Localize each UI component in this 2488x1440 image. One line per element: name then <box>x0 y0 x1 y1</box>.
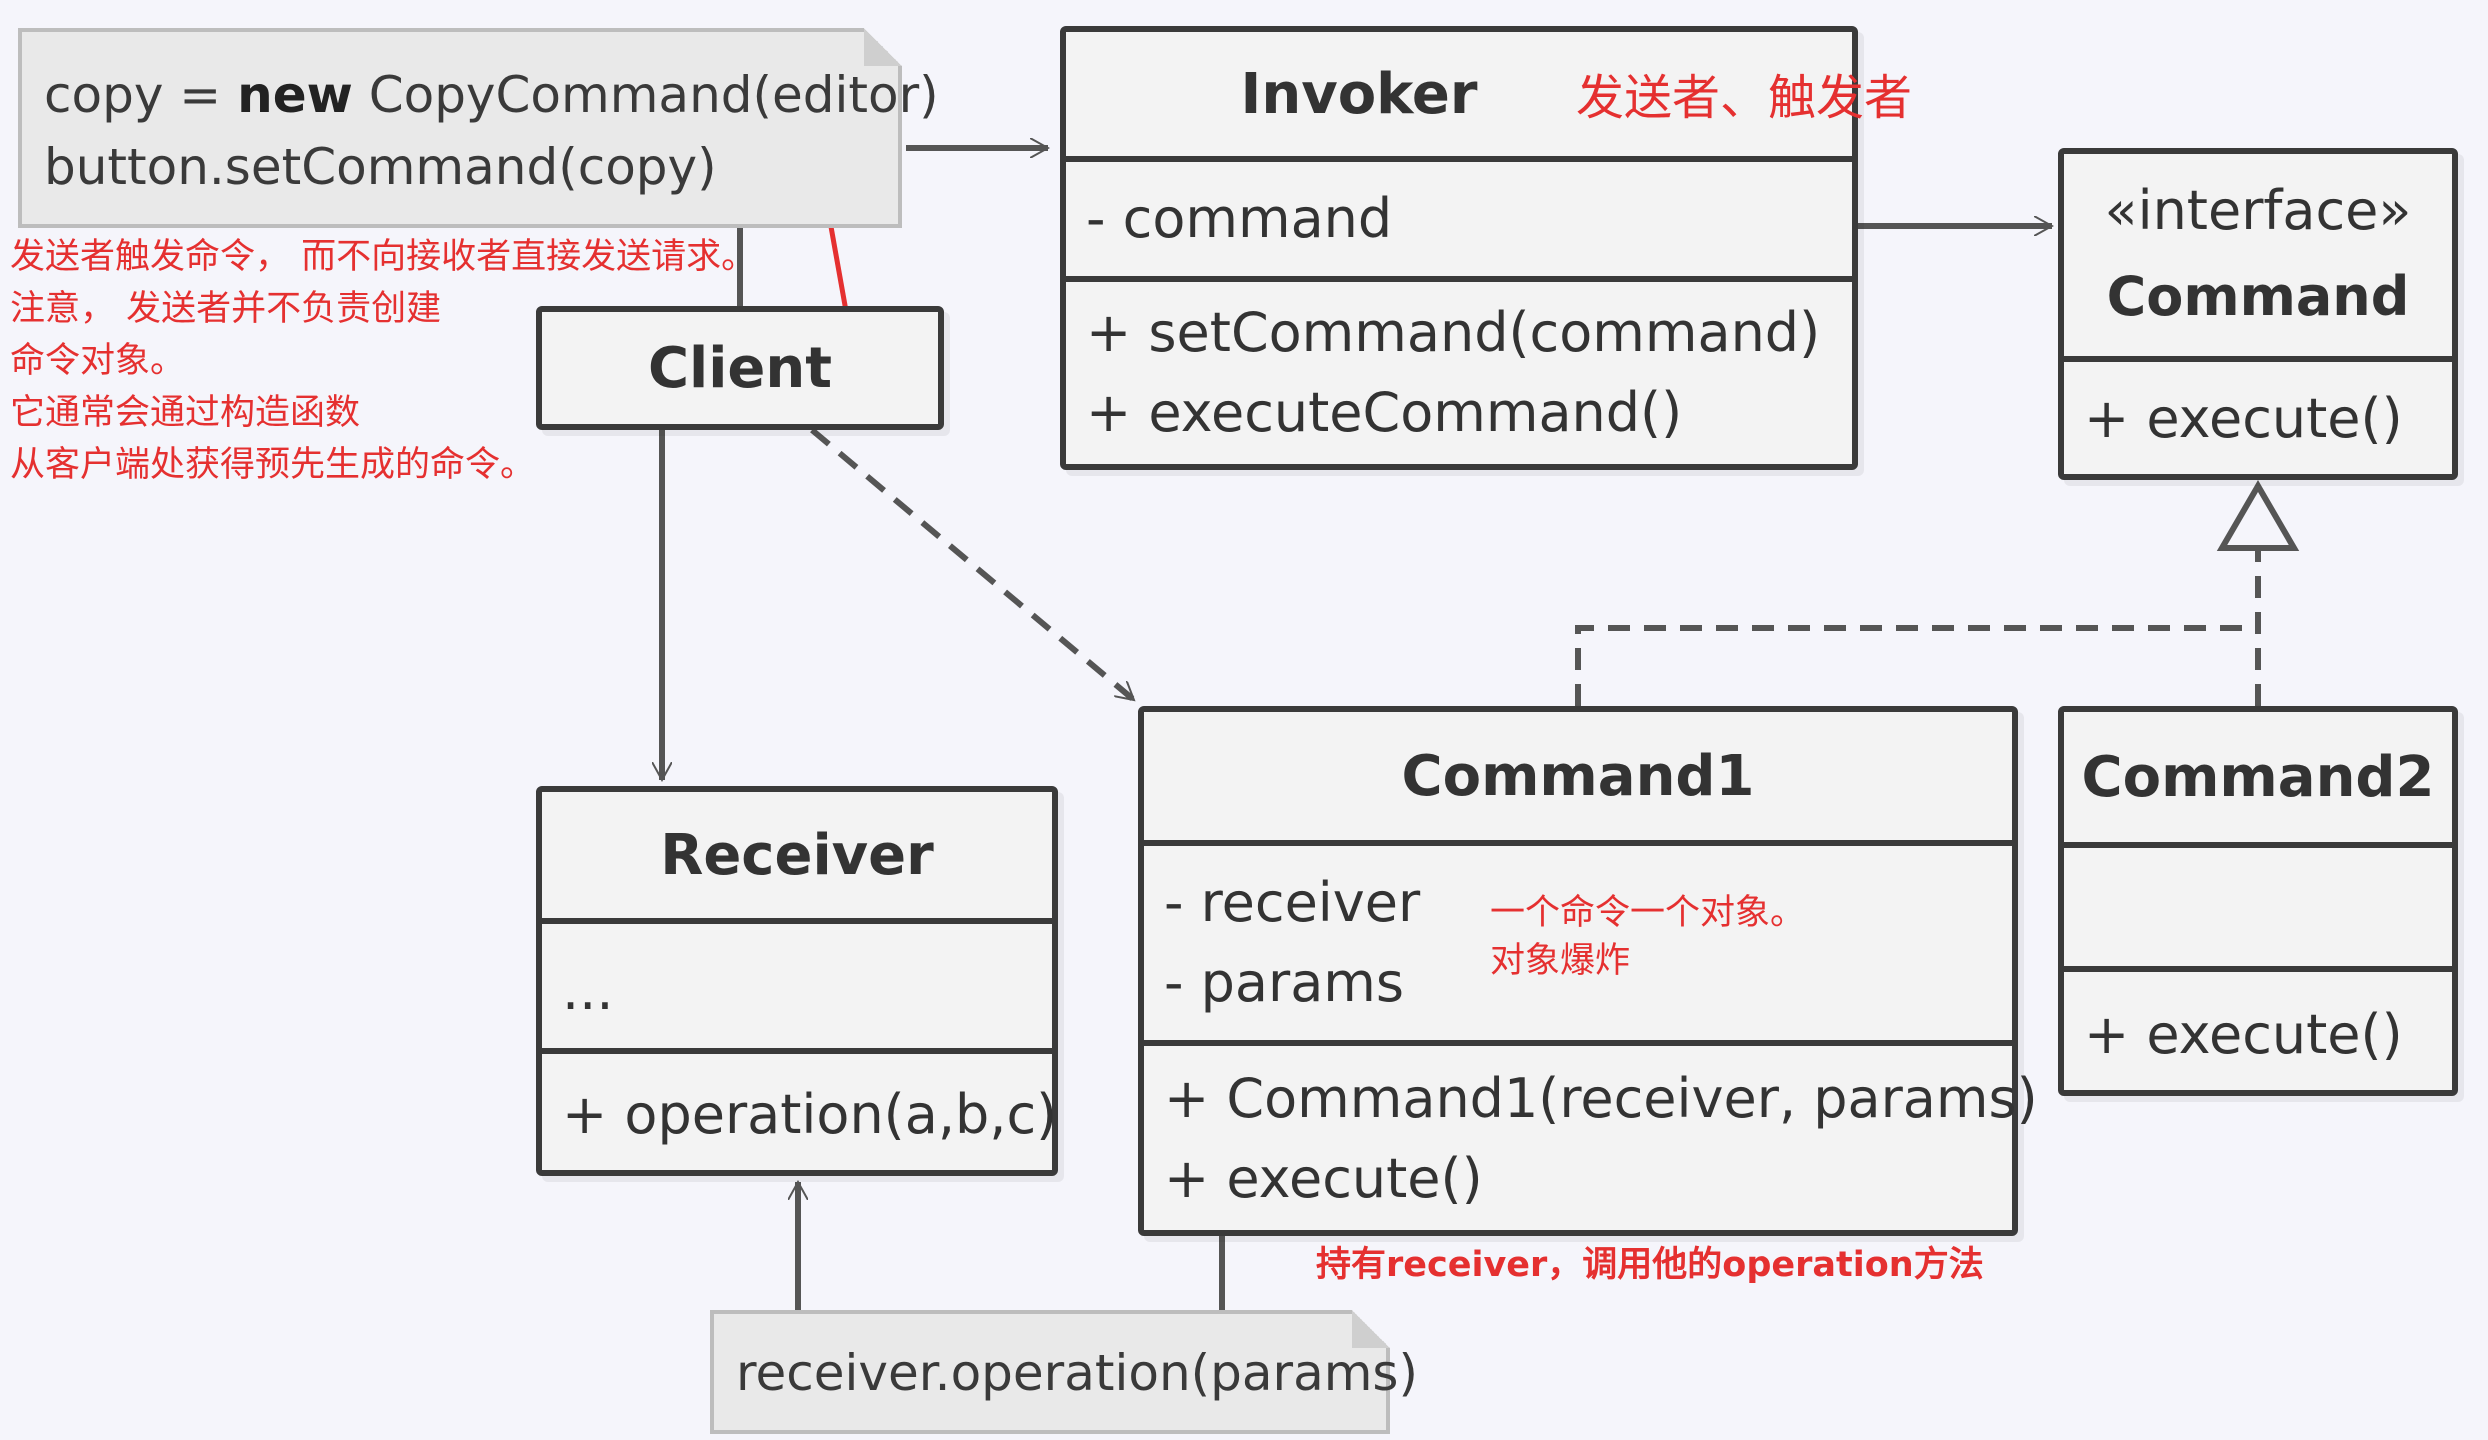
command2-methods: + execute() <box>2064 966 2452 1102</box>
class-name: Receiver <box>660 822 934 888</box>
method-operation: + operation(a,b,c) <box>562 1083 1058 1146</box>
note-fold-icon <box>1352 1310 1390 1348</box>
command-interface-header: «interface» Command <box>2064 154 2452 356</box>
command1-methods: + Command1(receiver, params) + execute() <box>1144 1040 2038 1242</box>
command1-fields-note-1: 一个命令一个对象。 <box>1490 893 1806 933</box>
command1-fields: - receiver - params <box>1144 840 2012 1040</box>
sender-note-line-5: 从客户端处获得预先生成的命令。 <box>10 445 536 485</box>
command1-class: Command1 - receiver - params + Command1(… <box>1138 706 2038 1236</box>
field-receiver: - receiver <box>1164 871 1421 934</box>
command-interface: «interface» Command + execute() <box>2058 148 2458 480</box>
invoker-methods: + setCommand(command) + executeCommand() <box>1066 276 1852 476</box>
note-receiver-call: receiver.operation(params) <box>736 1344 1418 1402</box>
sender-note-line-2: 注意， 发送者并不负责创建 <box>10 289 442 329</box>
class-name: Command2 <box>2081 744 2435 810</box>
invoker-fields: - command <box>1066 156 1852 276</box>
code-keyword: new <box>237 66 353 124</box>
method-constructor: + Command1(receiver, params) <box>1164 1067 2038 1130</box>
sender-note-line-4: 它通常会通过构造函数 <box>10 393 361 433</box>
interface-stereotype: «interface» <box>2104 179 2412 242</box>
client-code-note: copy = new CopyCommand(editor) button.se… <box>18 28 939 228</box>
receiver-fields: ... <box>542 918 1052 1048</box>
invoker-class-header: Invoker <box>1066 32 1852 156</box>
interface-name: Command <box>2106 265 2410 328</box>
class-name: Command1 <box>1401 743 1755 809</box>
note-code-line-1: copy = new CopyCommand(editor) <box>44 70 939 120</box>
realization-triangle-icon <box>2216 480 2300 551</box>
field-params: - params <box>1164 951 1405 1014</box>
field-ellipsis: ... <box>562 959 614 1022</box>
field-command: - command <box>1086 187 1393 250</box>
note-fold-icon <box>864 28 902 66</box>
receiver-call-note: receiver.operation(params) <box>710 1310 1418 1434</box>
method-execute-command: + executeCommand() <box>1086 381 1683 444</box>
command2-fields <box>2064 842 2452 966</box>
sender-note-line-3: 命令对象。 <box>10 341 186 381</box>
note-code-line-2: button.setCommand(copy) <box>44 138 717 196</box>
command-interface-methods: + execute() <box>2064 356 2452 486</box>
class-name: Invoker <box>1240 61 1478 127</box>
method-set-command: + setCommand(command) <box>1086 301 1821 364</box>
client-class-header: Client <box>542 312 938 424</box>
command2-class-header: Command2 <box>2064 712 2452 842</box>
receiver-class-header: Receiver <box>542 792 1052 918</box>
command1-realization-line <box>1575 625 2258 706</box>
receiver-class: Receiver ... + operation(a,b,c) <box>536 786 1058 1176</box>
code-prefix: copy = <box>44 66 238 124</box>
command1-hold-note: 持有receiver，调用他的operation方法 <box>1316 1245 1984 1285</box>
command1-fields-note-2: 对象爆炸 <box>1490 941 1631 981</box>
code-suffix: CopyCommand(editor) <box>352 66 939 124</box>
invoker-role-annotation: 发送者、触发者 <box>1576 70 1913 126</box>
class-name: Client <box>647 335 833 401</box>
client-class: Client <box>536 306 944 430</box>
command2-class: Command2 + execute() <box>2058 706 2458 1096</box>
command1-class-header: Command1 <box>1144 712 2012 840</box>
method-execute: + execute() <box>1164 1147 1483 1210</box>
invoker-class: Invoker - command + setCommand(command) … <box>1060 26 1858 470</box>
method-execute: + execute() <box>2084 387 2403 450</box>
sender-note-line-1: 发送者触发命令， 而不向接收者直接发送请求。 <box>10 237 757 277</box>
receiver-methods: + operation(a,b,c) <box>542 1048 1057 1182</box>
method-execute: + execute() <box>2084 1003 2403 1066</box>
